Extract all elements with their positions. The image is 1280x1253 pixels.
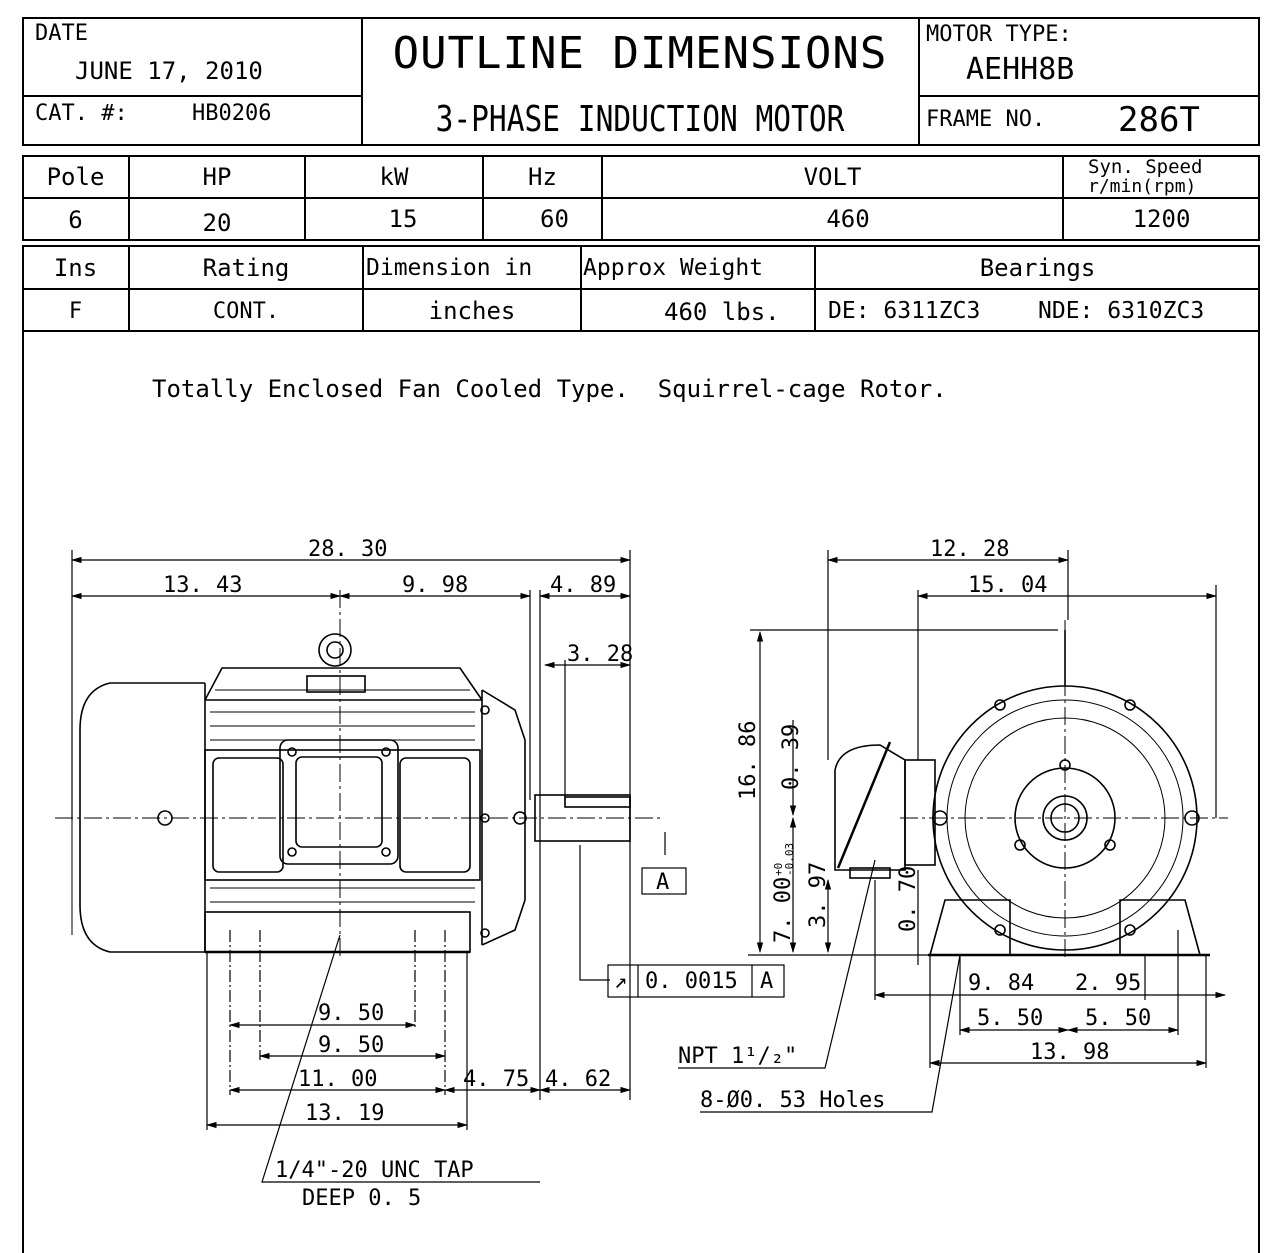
dim-box-offset: 0. 39 <box>779 724 804 790</box>
table-header-kw: kW <box>379 163 409 191</box>
table-header-hz: Hz <box>528 163 557 191</box>
table-col-divider <box>601 155 603 241</box>
dim-overall-length: 28. 30 <box>308 537 387 562</box>
dim-shaft-height-tol-upper: +0 <box>772 863 785 876</box>
datum-label: A <box>656 870 669 895</box>
table-row-divider <box>22 288 1260 290</box>
dim-fan-to-center: 13. 43 <box>163 573 242 598</box>
table-header-dimension: Dimension in <box>366 255 533 281</box>
dim-foot-span: 11. 00 <box>298 1067 377 1092</box>
table-cell-bearing-de: DE: 6311ZC3 <box>828 298 981 324</box>
table-col-divider <box>814 245 816 332</box>
table-header-weight: Approx Weight <box>583 255 764 281</box>
dim-box-height: 3. 97 <box>806 862 831 928</box>
table-cell-speed: 1200 <box>1132 205 1191 233</box>
drawing-border-left <box>22 332 24 1253</box>
dim-key-length: 3. 28 <box>567 642 633 667</box>
table-cell-kw: 15 <box>388 205 418 233</box>
table-header-ins: Ins <box>53 254 98 282</box>
table-header-hp: HP <box>202 163 232 191</box>
dim-center-to-npt: 9. 84 <box>968 971 1034 996</box>
header-block <box>22 17 1260 146</box>
end-view <box>834 620 1228 960</box>
table-cell-volt: 460 <box>826 205 870 233</box>
table-cell-bearing-nde: NDE: 6310ZC3 <box>1038 298 1205 324</box>
dim-foot-to-shoulder: 4. 75 <box>463 1067 529 1092</box>
dim-foot-holes-a: 9. 50 <box>318 1001 384 1026</box>
dim-shaft-height-tol-lower: -0.03 <box>783 843 796 876</box>
table-header-rpm: r/min(rpm) <box>1088 176 1197 197</box>
dim-foot-width: 13. 98 <box>1030 1040 1109 1065</box>
dim-overall-height: 16. 86 <box>736 721 761 800</box>
dim-holes-offset: 2. 95 <box>1075 971 1141 996</box>
header-divider <box>918 17 920 146</box>
table-cell-rating: CONT. <box>212 298 280 324</box>
frame-value: 286T <box>1118 100 1200 140</box>
table-cell-hp: 20 <box>202 209 232 237</box>
motor-description: Totally Enclosed Fan Cooled Type. Squirr… <box>152 375 947 403</box>
table-cell-dimension: inches <box>428 297 516 325</box>
dim-foot-holes-b: 9. 50 <box>318 1033 384 1058</box>
table-cell-pole: 6 <box>68 206 83 234</box>
tap-note-line1: 1/4"-20 UNC TAP <box>275 1158 474 1183</box>
table-row-divider <box>22 197 1260 199</box>
table-header-volt: VOLT <box>803 163 862 191</box>
date-label: DATE <box>35 21 88 46</box>
dim-foot-half-right: 5. 50 <box>1085 1006 1151 1031</box>
dim-foot-thickness: 0. 70 <box>896 866 921 932</box>
dim-center-to-shield: 9. 98 <box>402 573 468 598</box>
motor-type-value: AEHH8B <box>966 52 1075 87</box>
table-col-divider <box>580 245 582 332</box>
page-title: OUTLINE DIMENSIONS <box>392 27 888 79</box>
table-col-divider <box>362 245 364 332</box>
tap-note-line2: DEEP 0. 5 <box>302 1186 421 1211</box>
table-col-divider <box>482 155 484 241</box>
dim-foot-overall: 13. 19 <box>305 1101 384 1126</box>
table-header-pole: Pole <box>46 163 105 191</box>
dim-foot-half-left: 5. 50 <box>977 1006 1043 1031</box>
tolerance-value: 0. 0015 <box>645 969 738 994</box>
table-header-syn-speed: Syn. Speed <box>1088 156 1203 178</box>
header-divider <box>22 95 362 97</box>
holes-note: 8-Ø0. 53 Holes <box>700 1088 885 1113</box>
cat-value: HB0206 <box>192 101 272 126</box>
header-divider <box>361 17 363 146</box>
dim-shaft-extension: 4. 89 <box>550 573 616 598</box>
dim-shaft-length: 4. 62 <box>545 1067 611 1092</box>
cat-label: CAT. #: <box>35 101 128 126</box>
table-col-divider <box>128 245 130 332</box>
header-divider <box>918 95 1260 97</box>
table-cell-ins: F <box>68 298 83 324</box>
date-value: JUNE 17, 2010 <box>75 57 263 85</box>
motor-type-label: MOTOR TYPE: <box>926 22 1072 47</box>
table-col-divider <box>128 155 130 241</box>
table-header-bearings: Bearings <box>979 254 1096 282</box>
runout-symbol-icon: ↗ <box>614 969 627 994</box>
table-col-divider <box>1062 155 1064 241</box>
frame-label: FRAME NO. <box>926 107 1046 132</box>
dim-max-width: 15. 04 <box>968 573 1047 598</box>
table-header-rating: Rating <box>202 254 290 282</box>
dim-shaft-height: 7. 00 <box>771 877 796 943</box>
tolerance-datum: A <box>760 969 773 994</box>
side-view <box>55 590 660 960</box>
npt-note: NPT 1¹/₂" <box>678 1044 797 1069</box>
table-col-divider <box>304 155 306 241</box>
drawing-border-right <box>1258 332 1260 1253</box>
dim-center-to-box: 12. 28 <box>930 537 1009 562</box>
table-cell-weight: 460 lbs. <box>664 298 780 326</box>
table-cell-hz: 60 <box>540 205 569 233</box>
page-subtitle: 3-PHASE INDUCTION MOTOR <box>435 98 845 140</box>
